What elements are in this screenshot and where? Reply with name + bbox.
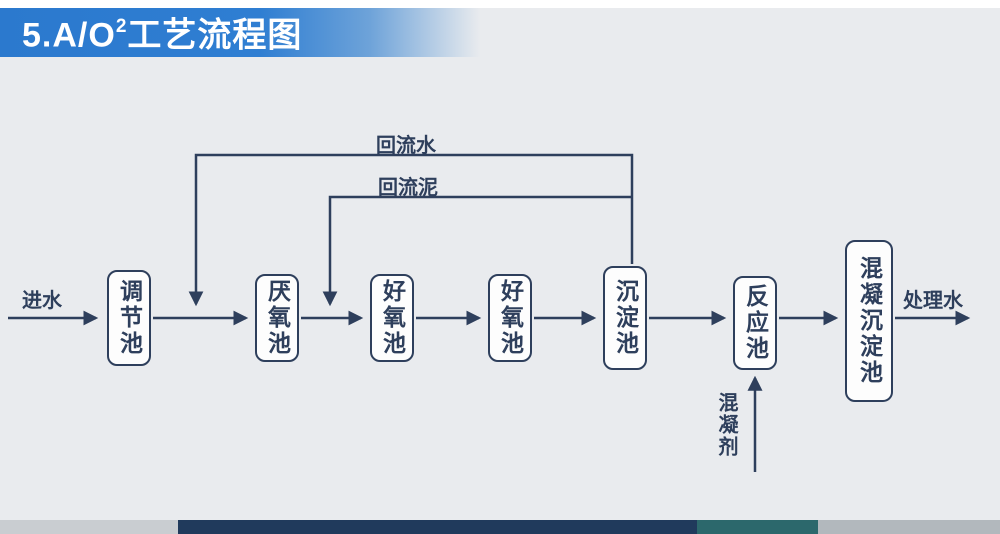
footer-strip-segment-teal [697,520,818,534]
process-box-aerobic-tank-2: 好氧池 [488,274,532,362]
page-title-suffix: 工艺流程图 [127,16,303,55]
section-header-bar: 5.A/O2工艺流程图 [0,8,1000,57]
return-water-label: 回流水 [376,135,436,157]
process-box-anaerobic-tank: 厌氧池 [255,274,299,362]
page-title-prefix: 5.A/O [22,16,116,55]
treated-water-label: 处理水 [903,290,963,312]
process-box-coagulation-sedimentation-tank: 混凝沉淀池 [845,240,893,402]
footer-strip-segment-navy [178,520,697,534]
coagulant-label: 混凝剂 [715,392,737,458]
return-sludge-label: 回流泥 [378,177,438,199]
footer-strip-segment-gray-right [818,520,1000,534]
process-box-sedimentation-tank: 沉淀池 [603,266,647,370]
influent-label: 进水 [22,290,62,312]
page-title-superscript: 2 [115,16,128,38]
top-white-strip [0,0,1000,8]
process-box-aerobic-tank-1: 好氧池 [370,274,414,362]
process-box-reaction-tank: 反应池 [733,276,777,370]
page-title: 5.A/O2工艺流程图 [0,4,302,60]
footer-strip-segment-gray-left [0,520,178,534]
process-box-regulating-tank: 调节池 [107,270,151,366]
